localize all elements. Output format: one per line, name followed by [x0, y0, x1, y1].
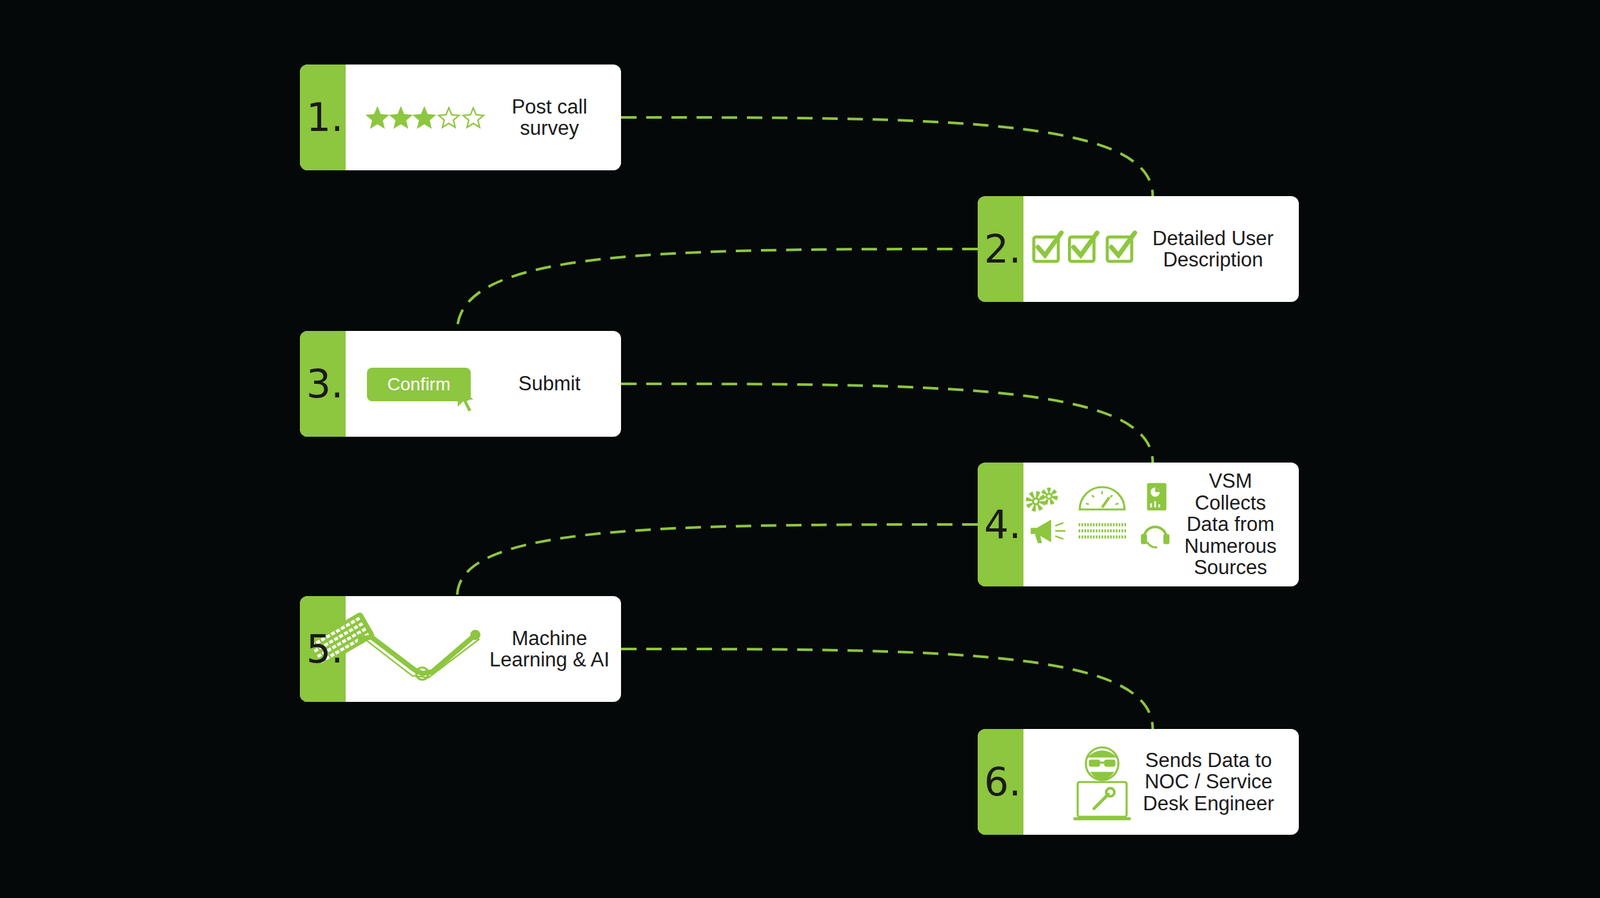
- process-box: 1. Post call survey: [299, 64, 622, 171]
- dashed-connector: [621, 383, 1153, 463]
- process-box: 6. Sends Data to NOC / Service Desk Engin…: [977, 728, 1299, 835]
- dashed-connector: [457, 248, 978, 331]
- step-label: Submit: [518, 372, 581, 395]
- step-label: Detailed User Description: [1136, 227, 1290, 271]
- step-label: Machine Learning & AI: [486, 627, 613, 671]
- label-area: Submit: [486, 330, 613, 437]
- process-box: 3. Confirm Submit: [299, 330, 622, 437]
- process-box: 4. VSM Collects Data from Numerous Source…: [977, 462, 1299, 587]
- label-area: Detailed User Description: [1136, 196, 1290, 302]
- step-number: 6.: [984, 762, 1021, 801]
- process-box: 2. Detailed User Description: [977, 196, 1299, 302]
- step-label: Post call survey: [486, 96, 613, 140]
- step-number: 3.: [306, 364, 344, 404]
- dashed-connector: [457, 524, 978, 596]
- step-label: Sends Data to NOC / Service Desk Enginee…: [1127, 749, 1290, 814]
- confirm-button: Confirm: [366, 367, 471, 402]
- step-number: 1.: [306, 98, 344, 137]
- label-area: Post call survey: [486, 64, 613, 171]
- dashed-connector: [621, 117, 1153, 197]
- step-label: VSM Collects Data from Numerous Sources: [1171, 470, 1290, 578]
- step-number: 2.: [984, 229, 1021, 269]
- label-area: Machine Learning & AI: [486, 595, 613, 702]
- label-area: Sends Data to NOC / Service Desk Enginee…: [1127, 728, 1290, 835]
- process-box: 5. Machine Learning & AI: [299, 595, 622, 702]
- label-area: VSM Collects Data from Numerous Sources: [1171, 462, 1290, 587]
- dashed-connector: [621, 648, 1153, 729]
- step-number: 4.: [984, 504, 1021, 544]
- step-number: 5.: [306, 629, 344, 669]
